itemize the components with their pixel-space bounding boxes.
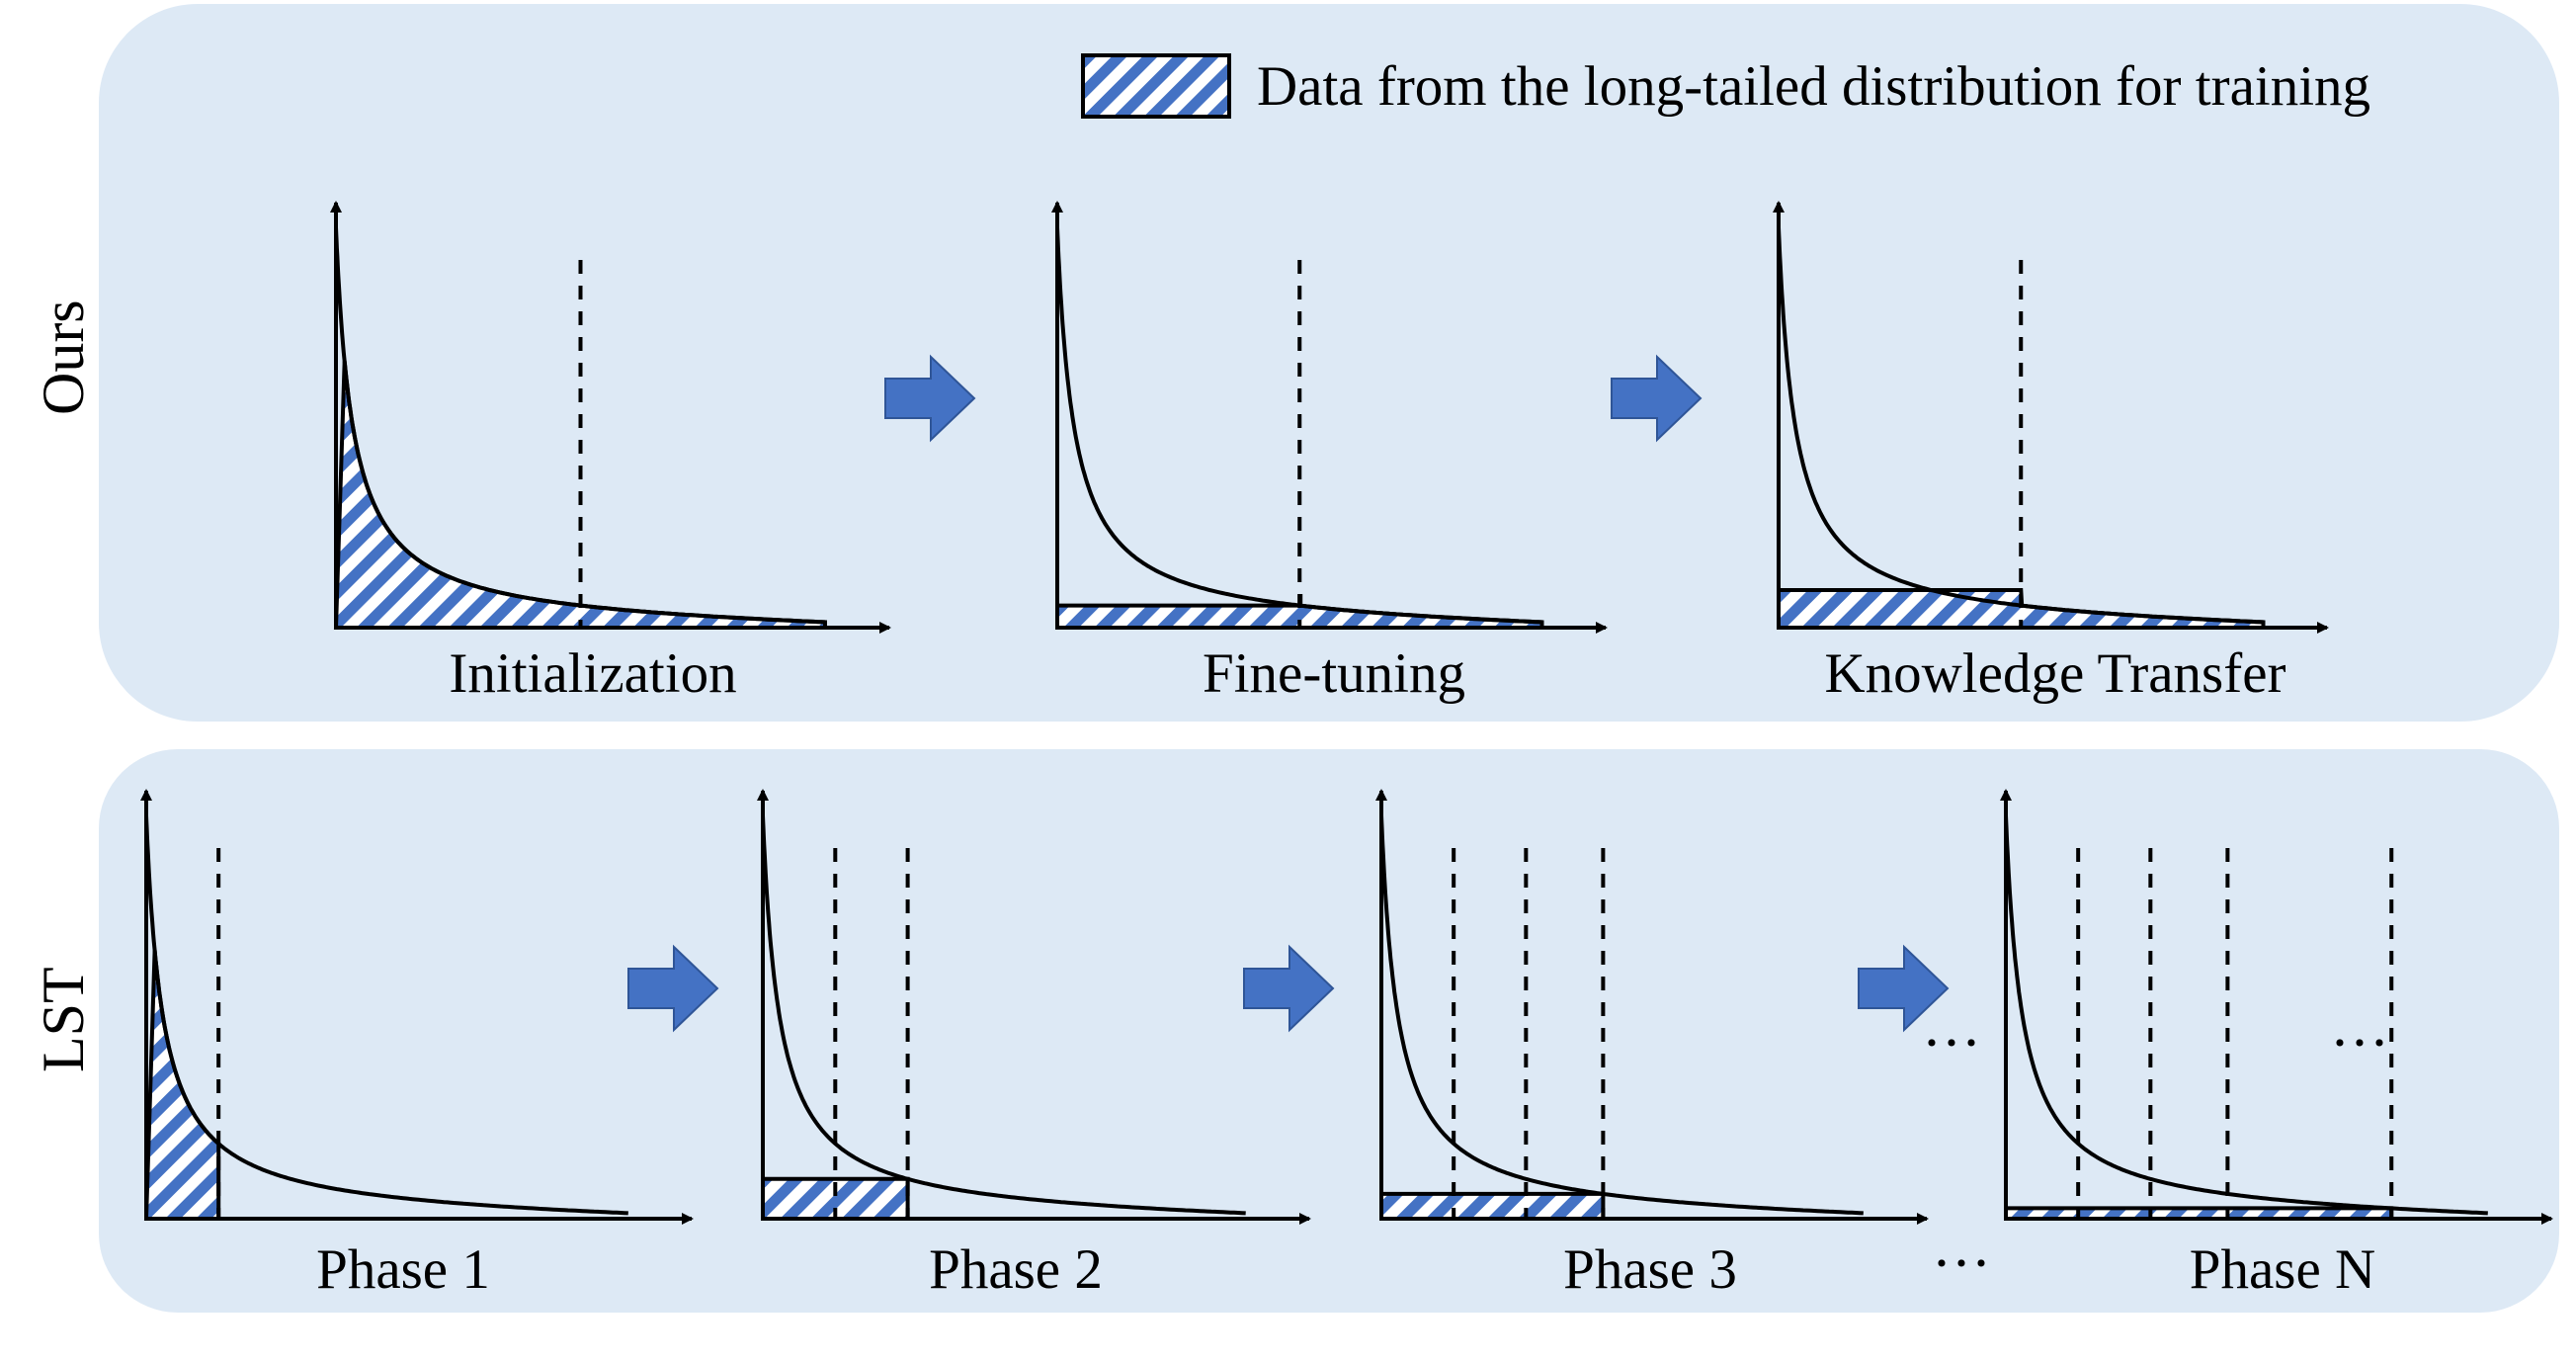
chart-phase-n: [2000, 789, 2553, 1225]
chart-initialization: [330, 201, 891, 634]
chart-knowledge-transfer: [1773, 201, 2329, 634]
ellipsis-before-phase-n: ···: [1922, 1010, 1981, 1075]
long-tail-curve: [144, 814, 628, 1216]
chart-phase-3: [1375, 789, 1929, 1225]
flow-arrows: [627, 354, 1950, 1033]
flow-arrow-2: [1611, 354, 1703, 443]
caption-initialization: Initialization: [449, 642, 736, 705]
legend-hatch-swatch: [1081, 53, 1231, 119]
long-tail-curve: [1055, 226, 1542, 625]
legend: Data from the long-tailed distribution f…: [1081, 53, 2370, 119]
flow-arrow-4: [1243, 944, 1335, 1033]
lst-panel: [99, 749, 2559, 1313]
caption-fine-tuning: Fine-tuning: [1203, 642, 1465, 705]
chart-phase-1: [140, 789, 694, 1225]
legend-text: Data from the long-tailed distribution f…: [1257, 55, 2370, 118]
row-label-lst: LST: [31, 967, 96, 1072]
caption-phase-1: Phase 1: [316, 1238, 490, 1301]
long-tail-curve: [1777, 226, 2264, 625]
ellipsis-inside-phase-n: ···: [2330, 1010, 2389, 1075]
caption-phase-2: Phase 2: [929, 1238, 1103, 1301]
hatched-region: [1379, 1191, 1606, 1221]
long-tail-curve: [334, 226, 826, 625]
ours-panel: [99, 4, 2559, 722]
long-tail-curve: [761, 814, 1246, 1216]
chart-fine-tuning: [1051, 201, 1608, 634]
flow-arrow-1: [884, 354, 976, 443]
chart-phase-2: [757, 789, 1311, 1225]
caption-phase-3: Phase 3: [1563, 1238, 1737, 1301]
caption-knowledge-transfer: Knowledge Transfer: [1824, 642, 2285, 705]
flow-arrow-5: [1858, 944, 1950, 1033]
caption-phase-n: Phase N: [2190, 1238, 2375, 1301]
flow-arrow-3: [627, 944, 719, 1033]
row-label-ours: Ours: [31, 299, 96, 415]
long-tail-curve: [2004, 814, 2488, 1216]
ellipsis-caption: ···: [1932, 1231, 1991, 1296]
long-tail-curve: [1379, 814, 1864, 1216]
